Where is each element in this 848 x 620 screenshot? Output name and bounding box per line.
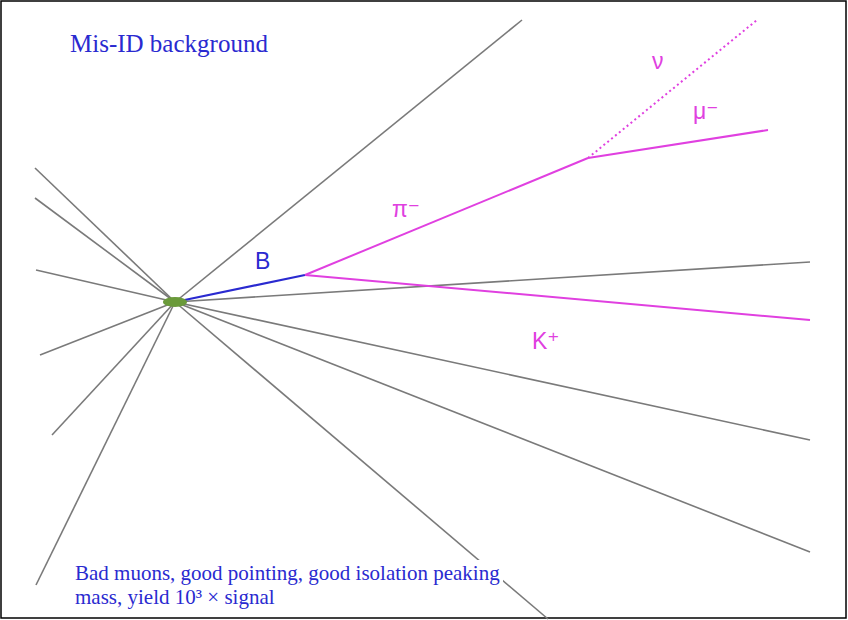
primary-vertex bbox=[163, 297, 187, 307]
particle-label: π⁻ bbox=[392, 196, 420, 222]
particle-label: K⁺ bbox=[532, 328, 559, 354]
track-line bbox=[175, 302, 810, 552]
track-line bbox=[35, 168, 175, 302]
track-line bbox=[52, 302, 175, 435]
title-text: Mis-ID background bbox=[70, 30, 268, 59]
track-line bbox=[175, 20, 522, 302]
decay-tracks bbox=[305, 20, 810, 320]
track-line bbox=[35, 198, 175, 302]
muon-track bbox=[588, 130, 768, 158]
track-line bbox=[40, 302, 175, 355]
track-line bbox=[36, 302, 175, 585]
particle-label: B bbox=[255, 248, 270, 274]
pion-track bbox=[305, 158, 588, 275]
caption-text: Bad muons, good pointing, good isolation… bbox=[72, 560, 503, 610]
track-line bbox=[36, 270, 175, 302]
underlying-tracks bbox=[35, 20, 810, 619]
particle-label: μ⁻ bbox=[693, 98, 718, 124]
kaon-track bbox=[305, 275, 810, 320]
neutrino-track bbox=[588, 20, 757, 158]
track-line bbox=[175, 302, 810, 440]
b-meson-track bbox=[175, 275, 305, 302]
particle-label: ν bbox=[652, 48, 664, 74]
